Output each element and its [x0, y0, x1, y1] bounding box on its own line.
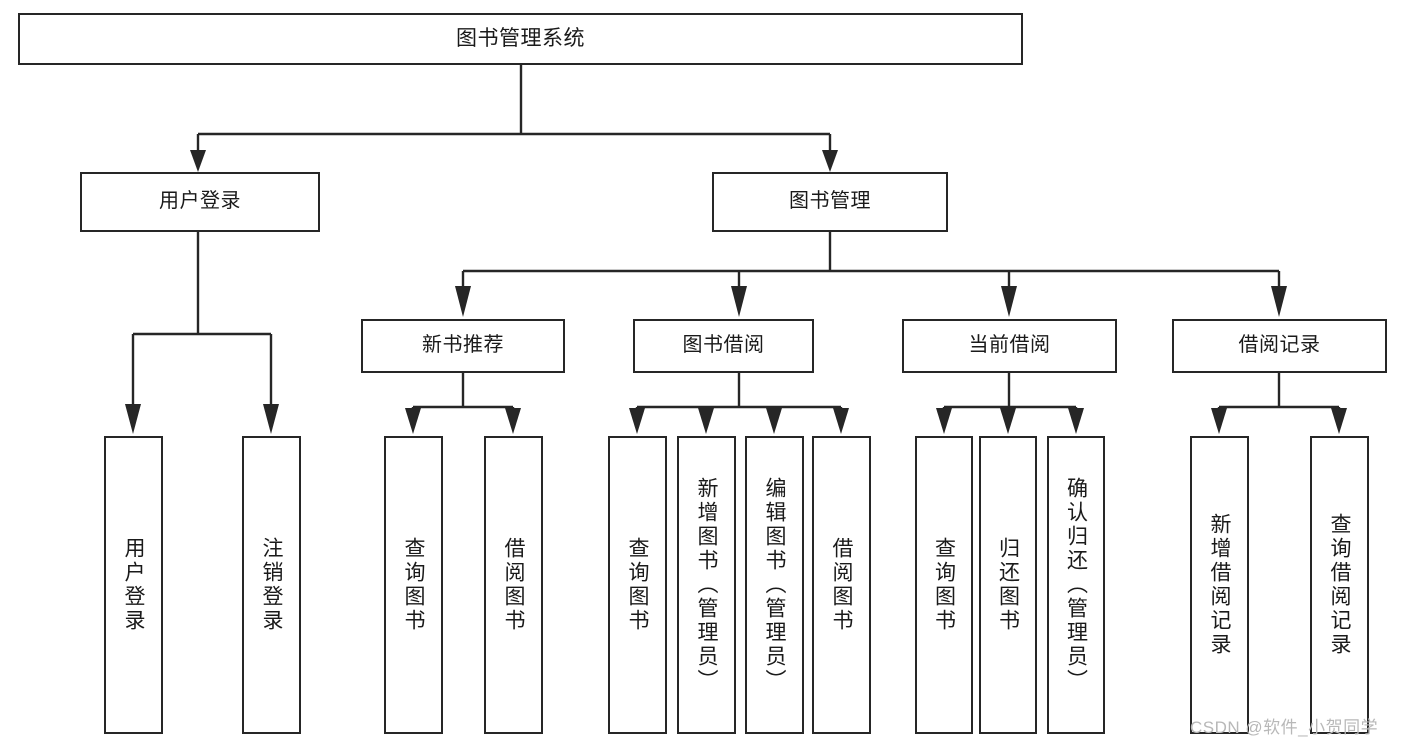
node-label: 注销登录 [260, 537, 283, 633]
node-label: 新书推荐 [422, 334, 504, 357]
arrow-current-borrow [1001, 286, 1017, 317]
node-leaf-logout-login[interactable]: 注销登录 [242, 436, 301, 734]
csdn-watermark: CSDN @软件_小贺同学 [1190, 718, 1379, 737]
arrow-borrow-record [1271, 286, 1287, 317]
arrow-leaf-edit-book [766, 408, 782, 434]
node-leaf-query-book-2[interactable]: 查询图书 [608, 436, 667, 734]
arrow-user-login [190, 150, 206, 172]
node-book-manage[interactable]: 图书管理 [712, 172, 948, 232]
arrow-leaf-add-record [1211, 408, 1227, 434]
node-leaf-confirm-return[interactable]: 确认归还（管理员） [1047, 436, 1105, 734]
node-borrow-record[interactable]: 借阅记录 [1172, 319, 1387, 373]
arrow-leaf-return-book [1000, 408, 1016, 434]
arrow-leaf-borrow-book-2 [833, 408, 849, 434]
node-leaf-query-record[interactable]: 查询借阅记录 [1310, 436, 1369, 734]
node-label: 图书借阅 [682, 334, 765, 357]
node-book-borrow[interactable]: 图书借阅 [633, 319, 814, 373]
arrow-leaf-query-book-3 [936, 408, 952, 434]
arrow-leaf-borrow-book-1 [505, 408, 521, 434]
node-leaf-edit-book[interactable]: 编辑图书（管理员） [745, 436, 804, 734]
arrow-book-borrow [731, 286, 747, 317]
node-label: 新增图书（管理员） [695, 477, 718, 693]
node-label: 查询图书 [932, 537, 956, 633]
node-leaf-user-login[interactable]: 用户登录 [104, 436, 163, 734]
node-user-login[interactable]: 用户登录 [80, 172, 320, 232]
node-label: 编辑图书（管理员） [763, 477, 786, 693]
node-leaf-return-book[interactable]: 归还图书 [979, 436, 1037, 734]
arrow-leaf-confirm-return [1068, 408, 1084, 434]
node-label: 归还图书 [996, 537, 1020, 633]
node-label: 用户登录 [122, 537, 145, 633]
node-label: 借阅图书 [502, 537, 525, 633]
arrow-leaf-add-book [698, 408, 714, 434]
arrow-book-manage [822, 150, 838, 172]
node-label: 借阅记录 [1238, 334, 1321, 357]
arrow-leaf-user-login [125, 404, 141, 434]
node-leaf-borrow-book-1[interactable]: 借阅图书 [484, 436, 543, 734]
node-label: 查询图书 [626, 537, 649, 633]
node-leaf-query-book-1[interactable]: 查询图书 [384, 436, 443, 734]
node-current-borrow[interactable]: 当前借阅 [902, 319, 1117, 373]
arrow-leaf-query-record [1331, 408, 1347, 434]
node-leaf-add-record[interactable]: 新增借阅记录 [1190, 436, 1249, 734]
arrow-new-book-recommend [455, 286, 471, 317]
node-label: 图书管理系统 [456, 26, 585, 50]
node-label: 借阅图书 [830, 537, 853, 633]
node-label: 用户登录 [159, 190, 241, 213]
node-leaf-add-book[interactable]: 新增图书（管理员） [677, 436, 736, 734]
node-label: 确认归还（管理员） [1064, 477, 1088, 693]
node-label: 新增借阅记录 [1208, 513, 1231, 657]
node-label: 查询借阅记录 [1328, 513, 1351, 657]
arrow-leaf-query-book-2 [629, 408, 645, 434]
node-label: 当前借阅 [968, 334, 1051, 357]
arrow-leaf-logout-login [263, 404, 279, 434]
node-leaf-query-book-3[interactable]: 查询图书 [915, 436, 973, 734]
node-label: 查询图书 [402, 537, 425, 633]
node-new-book-recommend[interactable]: 新书推荐 [361, 319, 565, 373]
node-leaf-borrow-book-2[interactable]: 借阅图书 [812, 436, 871, 734]
node-label: 图书管理 [789, 190, 871, 213]
arrow-leaf-query-book-1 [405, 408, 421, 434]
node-root-system[interactable]: 图书管理系统 [18, 13, 1023, 65]
